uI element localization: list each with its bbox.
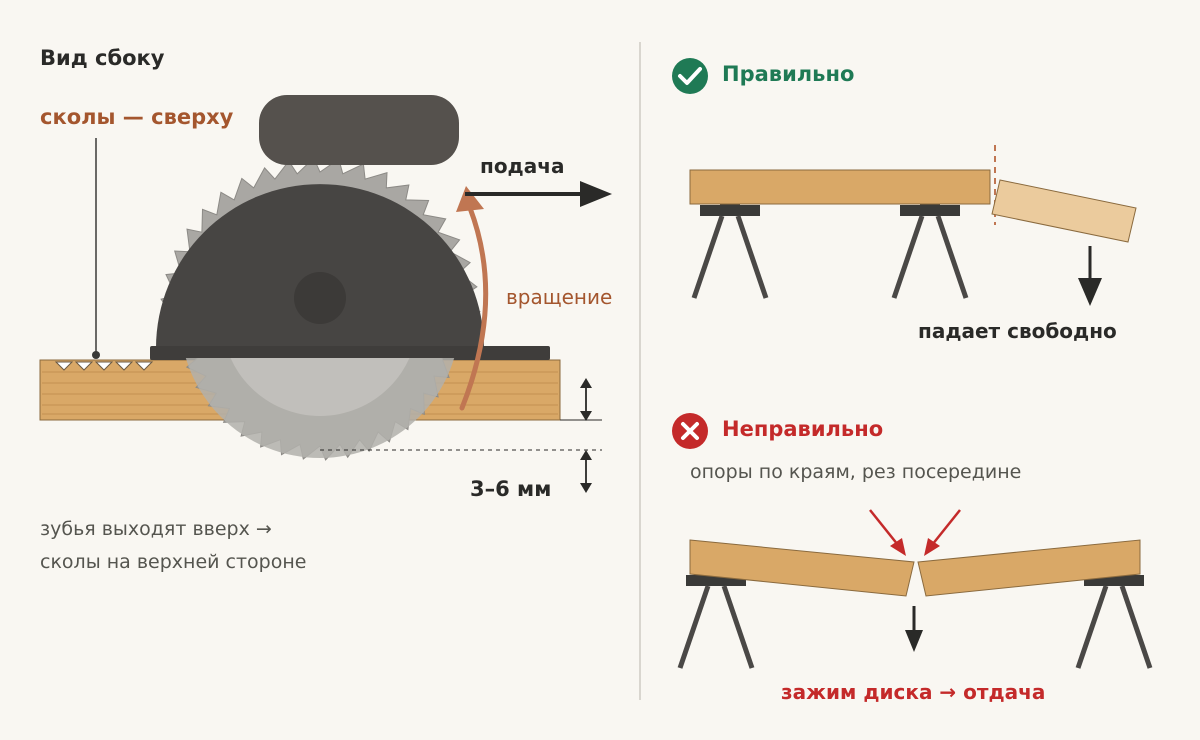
saw-arbor <box>294 272 346 324</box>
sag-arrowhead <box>905 630 923 652</box>
depth-label: 3–6 мм <box>470 477 552 501</box>
board-half-left <box>689 539 915 597</box>
sawhorse-left-incorrect <box>677 570 755 669</box>
incorrect-title: Неправильно <box>722 417 884 441</box>
kickback-label: зажим диска → отдача <box>781 680 1046 704</box>
sawhorse-right-incorrect <box>1075 570 1153 669</box>
thickness-arrow <box>580 378 592 421</box>
side-view-title: Вид сбоку <box>40 46 165 70</box>
pinch-arrows <box>869 509 961 556</box>
saw-handle <box>259 95 459 165</box>
board-half-right <box>917 539 1141 597</box>
rotation-arrowhead <box>456 186 484 212</box>
rotation-arrow <box>459 205 489 411</box>
note-line-2: сколы на верхней стороне <box>40 551 307 573</box>
sawhorse-right-correct <box>891 200 969 299</box>
saw-blade-guard <box>156 184 484 348</box>
board-supported <box>689 169 991 205</box>
incorrect-subtitle: опоры по краям, рез посередине <box>690 461 1022 483</box>
correct-title: Правильно <box>722 62 855 86</box>
feed-arrowhead <box>580 181 612 207</box>
chip-marks <box>54 361 154 371</box>
depth-arrow <box>580 450 592 493</box>
rotation-label: вращение <box>506 285 613 309</box>
check-icon <box>672 58 708 94</box>
board-offcut-falling <box>991 179 1137 243</box>
note-line-1: зубья выходят вверх → <box>40 518 272 540</box>
falls-freely-label: падает свободно <box>918 319 1117 343</box>
feed-label: подача <box>480 154 565 178</box>
chips-leader-dot <box>92 351 100 359</box>
saw-base-plate <box>150 346 550 360</box>
depth-indicator <box>320 419 602 451</box>
blade-lower <box>185 358 455 461</box>
falls-arrowhead <box>1078 278 1102 306</box>
chips-label: сколы — сверху <box>40 105 234 129</box>
sawhorse-left-correct <box>691 200 769 299</box>
